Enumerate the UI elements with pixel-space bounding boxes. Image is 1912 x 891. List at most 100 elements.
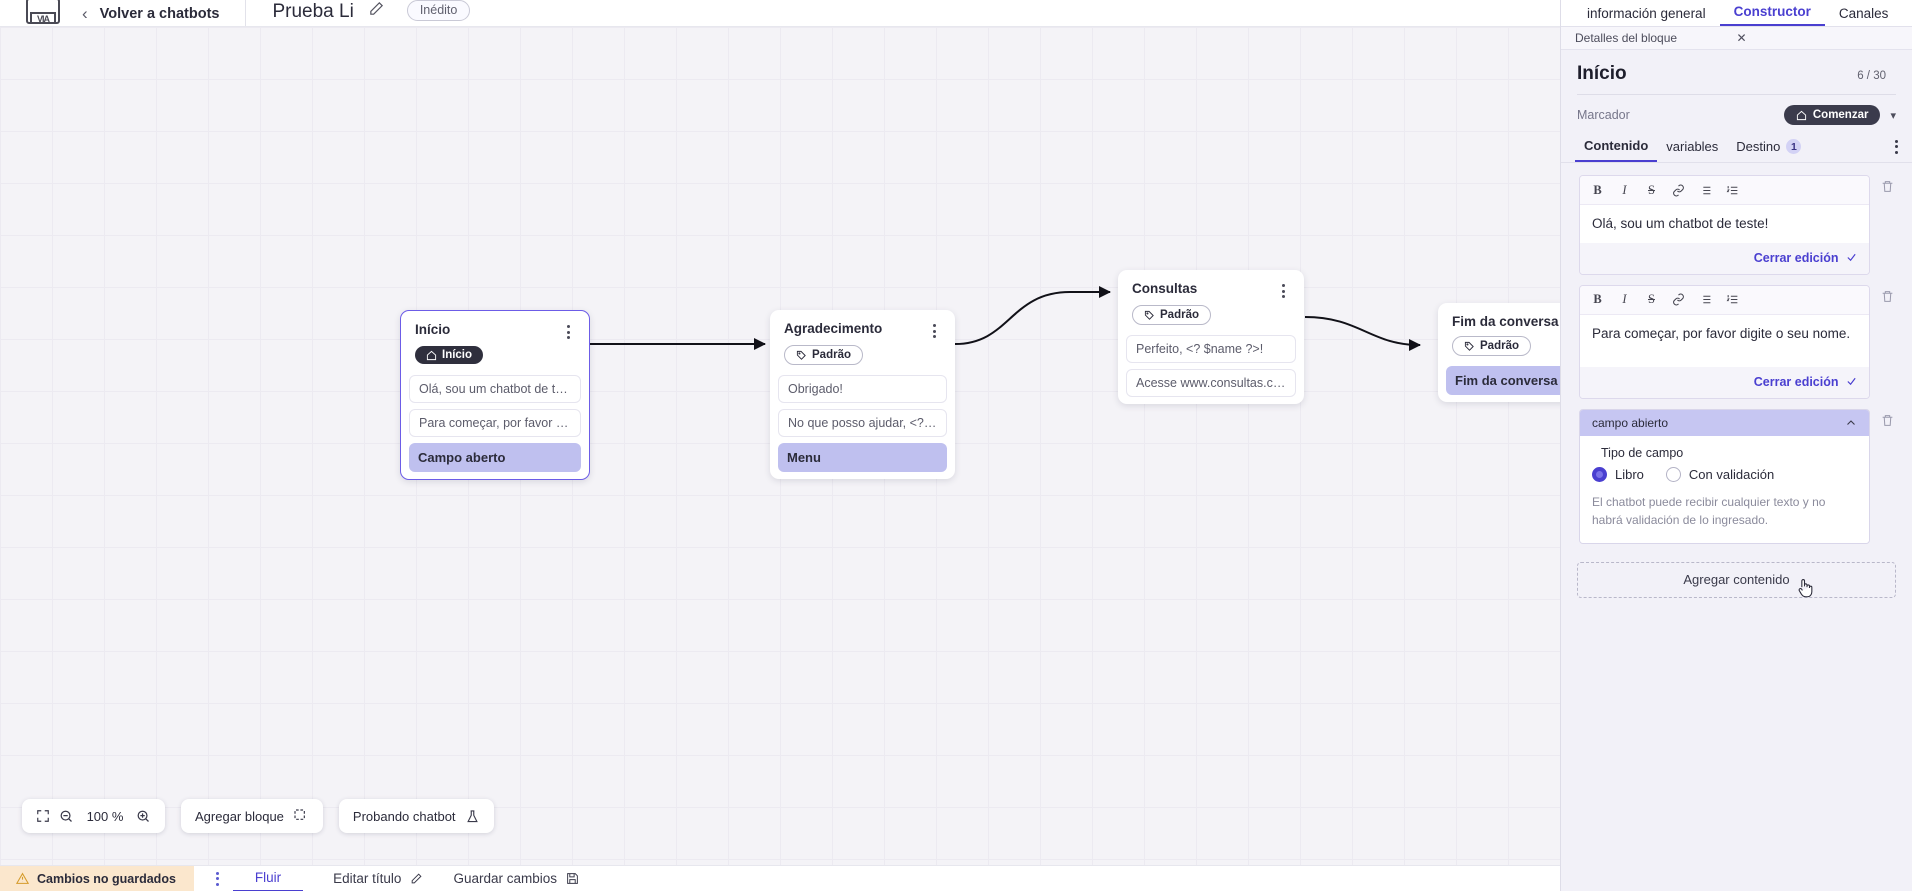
flow-node-consultas[interactable]: Consultas Padrão Perfeito, <? $name ?>! …	[1118, 270, 1304, 404]
tag-icon	[1144, 310, 1154, 320]
node-menu-icon[interactable]	[561, 322, 575, 339]
bold-icon[interactable]: B	[1593, 292, 1602, 307]
campo-header-label: campo abierto	[1592, 415, 1669, 430]
tab-fluir[interactable]: Fluir	[232, 866, 304, 891]
close-edit-label: Cerrar edición	[1753, 374, 1839, 389]
node-tag-row: Padrão	[1118, 298, 1304, 326]
bottom-kebab-icon[interactable]	[215, 871, 219, 886]
close-edit-link[interactable]: Cerrar edición	[1754, 251, 1857, 265]
strikethrough-icon[interactable]: S	[1648, 182, 1655, 197]
close-icon[interactable]: ✕	[1736, 31, 1747, 45]
delete-campo-icon[interactable]	[1876, 409, 1898, 428]
node-field-chip[interactable]: Fim da conversa	[1446, 365, 1560, 395]
numbered-list-icon[interactable]	[1719, 290, 1746, 310]
node-message[interactable]: Para começar, por favor digite o ...	[409, 408, 581, 437]
bold-icon[interactable]: B	[1593, 182, 1602, 197]
subtab-variables-label: variables	[1666, 139, 1719, 154]
node-menu-icon[interactable]	[927, 321, 941, 338]
marcador-row: Marcador Comenzar ▾	[1561, 95, 1912, 125]
node-header: Início	[401, 311, 589, 339]
node-tag-row: Padrão	[1438, 329, 1560, 357]
radio-con-validacion[interactable]: Con validación	[1665, 466, 1774, 482]
node-message[interactable]: Acesse www.consultas.com par...	[1126, 368, 1296, 397]
radio-con-validacion-indicator	[1665, 466, 1681, 482]
campo-header[interactable]: campo abierto	[1580, 409, 1869, 436]
italic-icon[interactable]: I	[1622, 292, 1627, 307]
italic-icon[interactable]: I	[1622, 182, 1627, 197]
edit-pencil-icon[interactable]	[368, 0, 385, 22]
node-field-chip[interactable]: Menu	[778, 442, 947, 472]
node-tag-label: Início	[442, 349, 473, 361]
home-icon	[426, 350, 437, 360]
test-chatbot-label: Probando chatbot	[352, 808, 456, 824]
rte-text-content[interactable]: Para começar, por favor digite o seu nom…	[1580, 314, 1869, 367]
block-details-panel: información general Constructor Canales …	[1560, 0, 1912, 891]
link-icon[interactable]	[1665, 290, 1692, 310]
home-icon	[1796, 110, 1806, 120]
edit-title-label: Editar título	[333, 871, 402, 886]
edit-title-button[interactable]: Editar título	[333, 866, 423, 891]
tab-canales[interactable]: Canales	[1838, 6, 1889, 21]
warning-icon	[16, 872, 29, 885]
bullet-list-icon[interactable]	[1692, 180, 1719, 200]
rte-text-content[interactable]: Olá, sou um chatbot de teste!	[1580, 205, 1869, 243]
bullet-list-icon[interactable]	[1692, 290, 1719, 310]
tab-constructor[interactable]: Constructor	[1719, 4, 1825, 26]
node-title: Agradecimento	[784, 321, 883, 336]
strikethrough-icon[interactable]: S	[1648, 292, 1655, 307]
zoom-out-icon[interactable]	[59, 809, 74, 824]
zoom-in-icon[interactable]	[136, 809, 151, 824]
marcador-value-badge[interactable]: Comenzar	[1783, 105, 1881, 125]
delete-block-icon[interactable]	[1876, 285, 1898, 304]
campo-card: campo abierto Tipo de campo Libro Con va…	[1579, 408, 1870, 544]
subtab-contenido[interactable]: Contenido	[1575, 138, 1658, 162]
node-field-chip[interactable]: Campo aberto	[409, 442, 581, 472]
zoom-level: 100 %	[86, 808, 124, 824]
subtab-variables[interactable]: variables	[1657, 139, 1727, 161]
flow-node-agradecimento[interactable]: Agradecimento Padrão Obrigado! No que po…	[770, 310, 955, 479]
back-to-chatbots-link[interactable]: Volver a chatbots	[99, 6, 220, 22]
bot-title: Prueba Li	[272, 1, 354, 22]
fit-screen-icon[interactable]	[36, 809, 50, 823]
node-message[interactable]: Olá, sou um chatbot de teste!	[409, 374, 581, 403]
flask-icon	[465, 809, 480, 824]
flow-canvas[interactable]: Início Início Olá, sou um chatbot de tes…	[0, 27, 1560, 865]
flow-node-inicio[interactable]: Início Início Olá, sou um chatbot de tes…	[400, 310, 590, 480]
tag-icon	[1464, 341, 1474, 351]
panel-content: B I S Olá, sou um chatbot de teste!	[1561, 163, 1912, 891]
add-block-button[interactable]: Agregar bloque	[181, 799, 323, 833]
delete-block-icon[interactable]	[1876, 175, 1898, 194]
node-tag-row: Padrão	[770, 338, 955, 366]
numbered-list-icon[interactable]	[1719, 180, 1746, 200]
campo-help-text: El chatbot puede recibir cualquier texto…	[1592, 494, 1826, 527]
panel-subtab-bar: Contenido variables Destino 1	[1561, 138, 1912, 163]
test-chatbot-button[interactable]: Probando chatbot	[338, 799, 494, 833]
subtab-contenido-label: Contenido	[1584, 138, 1649, 153]
rte-toolbar: B I S	[1580, 285, 1869, 315]
node-header: Agradecimento	[770, 310, 955, 338]
save-changes-button[interactable]: Guardar cambios	[453, 866, 579, 891]
node-tag-label: Padrão	[1160, 309, 1199, 321]
node-message[interactable]: No que posso ajudar, <? $name ...	[778, 408, 947, 437]
panel-more-menu-icon[interactable]	[1895, 139, 1898, 161]
link-icon[interactable]	[1665, 180, 1692, 200]
close-edit-link[interactable]: Cerrar edición	[1754, 375, 1857, 389]
add-content-button[interactable]: Agregar contenido	[1577, 561, 1896, 598]
node-message[interactable]: Obrigado!	[778, 374, 947, 403]
zoom-controls: 100 %	[22, 799, 165, 833]
panel-title-row: Início 6 / 30	[1561, 50, 1912, 85]
node-message[interactable]: Perfeito, <? $name ?>!	[1126, 334, 1296, 363]
back-chevron-icon[interactable]: ‹	[82, 4, 88, 23]
radio-libro[interactable]: Libro	[1592, 466, 1644, 482]
chevron-down-icon[interactable]: ▾	[1890, 109, 1896, 122]
flow-node-fim-da-conversa[interactable]: Fim da conversa Padrão Fim da conversa	[1438, 303, 1560, 402]
panel-divider	[1577, 94, 1896, 95]
node-body: Fim da conversa	[1438, 357, 1560, 395]
node-tag: Início	[415, 346, 484, 364]
tab-informacion-general[interactable]: información general	[1587, 6, 1706, 21]
node-menu-icon[interactable]	[1276, 281, 1290, 298]
node-tag-row: Início	[401, 339, 589, 366]
save-disk-icon	[566, 872, 579, 885]
subtab-destino[interactable]: Destino 1	[1727, 139, 1810, 161]
panel-tab-bar: información general Constructor Canales	[1561, 0, 1912, 27]
